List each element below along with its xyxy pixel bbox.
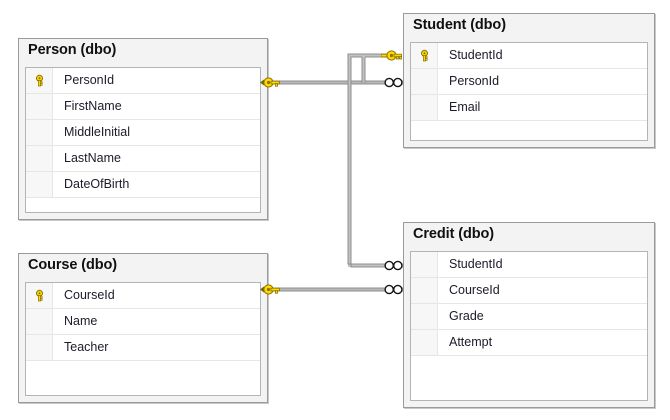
- entity-title-credit: Credit (dbo): [404, 223, 654, 247]
- key-icon: [260, 77, 280, 88]
- column-row[interactable]: FirstName: [26, 94, 260, 120]
- column-row[interactable]: Email: [411, 95, 647, 121]
- relationship-endpoint-many-student-personid: [383, 76, 405, 89]
- relationship-endpoint-key-course: [259, 282, 281, 297]
- key-cell-empty: [26, 94, 53, 119]
- key-cell-empty: [411, 330, 438, 355]
- relationship-person-student[interactable]: [272, 80, 404, 85]
- relationship-course-credit[interactable]: [272, 287, 404, 292]
- key-cell-empty: [26, 172, 53, 197]
- column-row[interactable]: Attempt: [411, 330, 647, 356]
- key-icon: [380, 50, 402, 61]
- column-name: MiddleInitial: [64, 125, 131, 139]
- key-cell-empty: [26, 120, 53, 145]
- relationship-endpoint-many-credit-studentid: [383, 259, 405, 272]
- column-row[interactable]: Name: [26, 309, 260, 335]
- column-name: FirstName: [64, 99, 122, 113]
- column-name: StudentId: [449, 48, 503, 62]
- key-icon: [420, 49, 428, 62]
- relationship-student-credit[interactable]: [347, 53, 404, 268]
- column-row[interactable]: PersonId: [26, 68, 260, 94]
- column-row[interactable]: DateOfBirth: [26, 172, 260, 198]
- column-row[interactable]: CourseId: [411, 278, 647, 304]
- column-name: Teacher: [64, 340, 109, 354]
- column-name: LastName: [64, 151, 121, 165]
- primary-key-cell: [26, 68, 53, 93]
- relationship-riser-segment: [361, 55, 366, 83]
- column-row[interactable]: StudentId: [411, 252, 647, 278]
- entity-title-person: Person (dbo): [19, 39, 267, 63]
- key-icon: [35, 289, 43, 302]
- column-name: StudentId: [449, 257, 503, 271]
- column-name: Name: [64, 314, 98, 328]
- column-row[interactable]: PersonId: [411, 69, 647, 95]
- column-row[interactable]: MiddleInitial: [26, 120, 260, 146]
- primary-key-cell: [26, 283, 53, 308]
- column-row[interactable]: CourseId: [26, 283, 260, 309]
- key-cell-empty: [411, 278, 438, 303]
- column-name: DateOfBirth: [64, 177, 130, 191]
- key-cell-empty: [26, 335, 53, 360]
- infinity-icon: [384, 260, 403, 271]
- column-name: PersonId: [449, 74, 500, 88]
- column-row[interactable]: Teacher: [26, 335, 260, 361]
- column-row[interactable]: Grade: [411, 304, 647, 330]
- relationship-endpoint-many-credit-courseid: [383, 283, 405, 296]
- column-row[interactable]: LastName: [26, 146, 260, 172]
- column-name: Email: [449, 100, 481, 114]
- relationship-endpoint-key-student: [380, 48, 405, 63]
- entity-title-student: Student (dbo): [404, 14, 654, 38]
- entity-title-course: Course (dbo): [19, 254, 267, 278]
- key-cell-empty: [411, 304, 438, 329]
- key-icon: [260, 284, 280, 295]
- key-icon: [35, 74, 43, 87]
- infinity-icon: [384, 77, 403, 88]
- key-cell-empty: [411, 95, 438, 120]
- column-name: CourseId: [64, 288, 115, 302]
- column-name: Attempt: [449, 335, 493, 349]
- infinity-icon: [384, 284, 403, 295]
- primary-key-cell: [411, 43, 438, 68]
- relationship-endpoint-key-person: [259, 75, 281, 90]
- key-cell-empty: [26, 146, 53, 171]
- column-name: PersonId: [64, 73, 115, 87]
- column-row[interactable]: StudentId: [411, 43, 647, 69]
- key-cell-empty: [411, 252, 438, 277]
- key-cell-empty: [411, 69, 438, 94]
- column-name: CourseId: [449, 283, 500, 297]
- key-cell-empty: [26, 309, 53, 334]
- column-name: Grade: [449, 309, 484, 323]
